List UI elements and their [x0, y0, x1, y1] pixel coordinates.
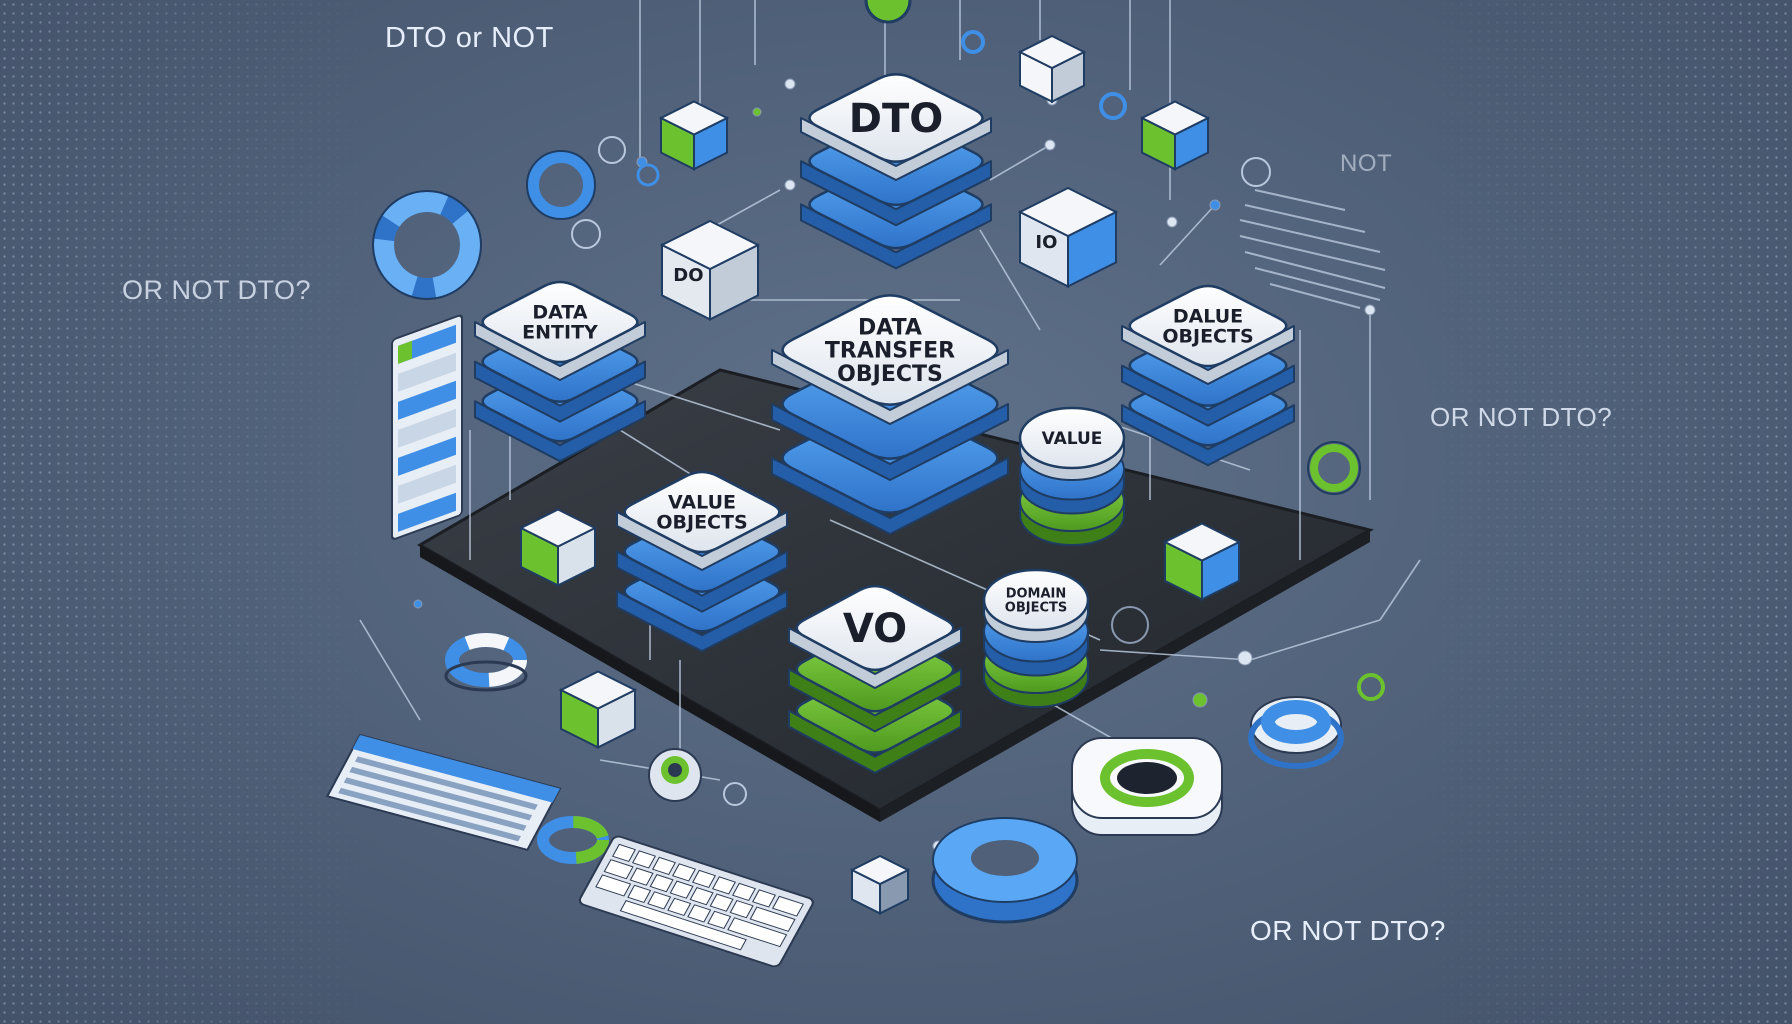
caption-left: OR NOT DTO?	[122, 275, 312, 305]
stack-label: DTO	[849, 96, 944, 142]
ring-outline-left-2	[571, 219, 601, 249]
ring-blue-top	[961, 30, 985, 54]
stack-label: OBJECTS	[1005, 601, 1067, 616]
cube-io: IO	[1017, 186, 1119, 289]
stack-vo: VO	[788, 584, 962, 774]
ring-green-right	[1357, 673, 1385, 701]
stack-label: VALUE	[1042, 429, 1103, 449]
cube-green-left	[518, 508, 598, 587]
cube-white-top	[1017, 34, 1087, 104]
stack-label: OBJECTS	[1162, 326, 1253, 348]
ring-right-small	[1307, 441, 1361, 495]
ring-outline-right	[1241, 157, 1271, 187]
cube-green-top-right	[1139, 100, 1211, 171]
connector-lines	[359, 0, 1421, 880]
caption-top-left: DTO or NOT	[385, 22, 554, 54]
ring-top-left	[526, 150, 596, 220]
ring-right-blue	[1248, 696, 1344, 769]
side-panel-list	[391, 314, 463, 540]
cube-label: DO	[673, 265, 703, 286]
keyboard-icon	[578, 835, 814, 968]
ring-outline-left	[598, 136, 626, 164]
text-lines-decor	[1239, 189, 1386, 309]
stack-label: OBJECTS	[656, 512, 747, 534]
dot-pattern-right	[1412, 0, 1792, 1024]
stack-value-small: VALUE	[1018, 406, 1126, 546]
cube-green-bottom-left	[558, 670, 638, 749]
stack-label: ENTITY	[522, 322, 598, 344]
stack-label: VALUE	[668, 492, 736, 514]
cube-green-top-left	[658, 100, 730, 171]
ring-outline-bottom	[723, 782, 747, 806]
stack-dto: DTO	[800, 73, 992, 270]
ring-large-left	[372, 190, 482, 300]
dark-platform	[417, 368, 1375, 822]
ring-bottom-blue	[931, 817, 1079, 924]
ring-bottom-green-tile	[1071, 737, 1223, 836]
cube-do: DO	[659, 219, 761, 322]
cube-green-right	[1162, 522, 1242, 601]
ring-bottom-left	[537, 816, 609, 864]
caption-bottom-right: OR NOT DTO?	[1250, 915, 1446, 946]
stack-label: DOMAIN	[1006, 586, 1067, 601]
ring-outline-small	[1111, 606, 1149, 644]
ring-blue-left	[636, 163, 660, 187]
dot-pattern-left	[0, 0, 380, 1024]
stack-label: VO	[843, 606, 907, 652]
cube-label: IO	[1035, 232, 1057, 253]
stack-label: DATA	[858, 316, 922, 341]
stack-label: DALUE	[1173, 306, 1243, 328]
stack-label: DATA	[532, 302, 587, 324]
stack-label: OBJECTS	[837, 362, 943, 387]
decor-rings	[372, 0, 1385, 924]
ring-node-center	[648, 748, 702, 802]
cube-white-bottom	[849, 854, 911, 916]
node-green-top	[864, 0, 912, 24]
caption-right: OR NOT DTO?	[1430, 402, 1613, 432]
stack-label: TRANSFER	[825, 339, 955, 364]
ring-blue-top-right	[1099, 92, 1127, 120]
caption-top-right: NOT	[1340, 150, 1393, 177]
data-table-panel	[325, 733, 562, 851]
ring-left-mid	[444, 633, 528, 692]
